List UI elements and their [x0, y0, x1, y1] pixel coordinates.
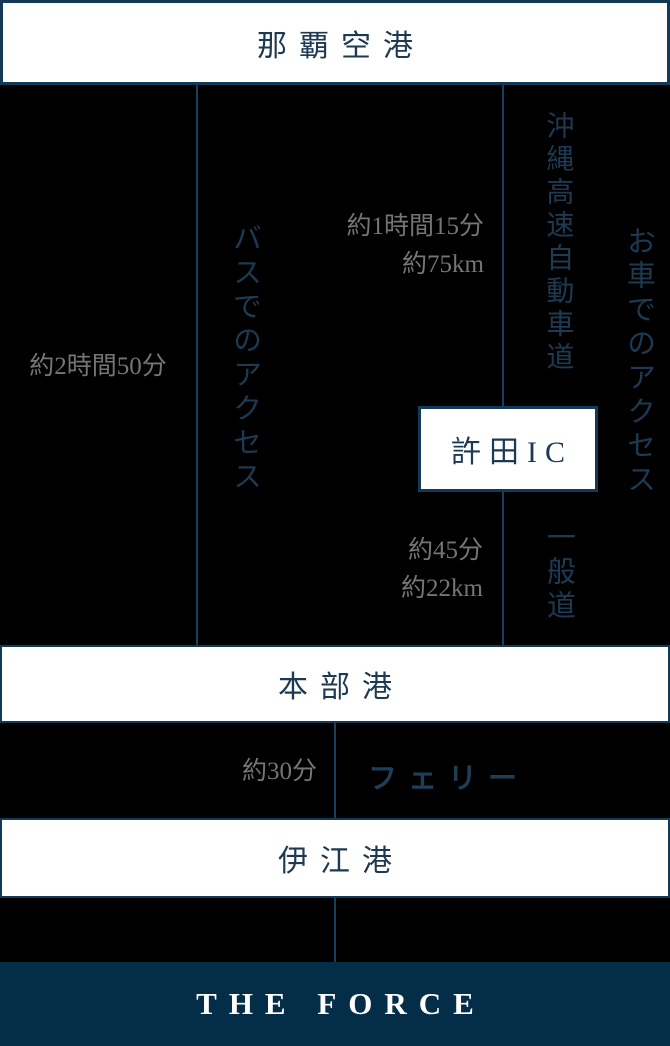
node-kyoda-ic: 許田IC [418, 406, 598, 492]
ferry-route-line [334, 723, 336, 818]
car-route-line-expressway [502, 85, 504, 406]
expressway-distance: 約75km [402, 251, 484, 278]
general-road-duration: 約45分 [407, 537, 483, 564]
final-route-line [334, 898, 336, 962]
expressway-duration: 約1時間15分 [346, 213, 484, 240]
node-naha-airport-label: 那覇空港 [257, 29, 425, 63]
ferry-duration: 約30分 [241, 758, 317, 785]
destination-label: THE FORCE [196, 986, 486, 1021]
car-access-label: お車でのアクセス [622, 226, 655, 498]
car-route-line-general [502, 492, 504, 645]
ferry-label: フェリー [368, 763, 529, 795]
bus-duration: 約2時間50分 [29, 353, 167, 380]
node-ie-port-label: 伊江港 [278, 845, 404, 878]
bus-access-label: バスでのアクセス [228, 223, 261, 495]
bus-route-line [196, 85, 198, 645]
node-motobu-port: 本部港 [0, 645, 670, 723]
node-ie-port: 伊江港 [0, 818, 670, 898]
general-road-distance: 約22km [401, 575, 483, 602]
node-naha-airport: 那覇空港 [0, 0, 670, 85]
expressway-name-label: 沖縄高速自動車道 [542, 111, 574, 375]
node-motobu-port-label: 本部港 [278, 671, 404, 704]
general-road-label: 一般道 [542, 522, 575, 624]
node-kyoda-ic-label: 許田IC [451, 436, 573, 469]
node-destination: THE FORCE [0, 962, 670, 1046]
